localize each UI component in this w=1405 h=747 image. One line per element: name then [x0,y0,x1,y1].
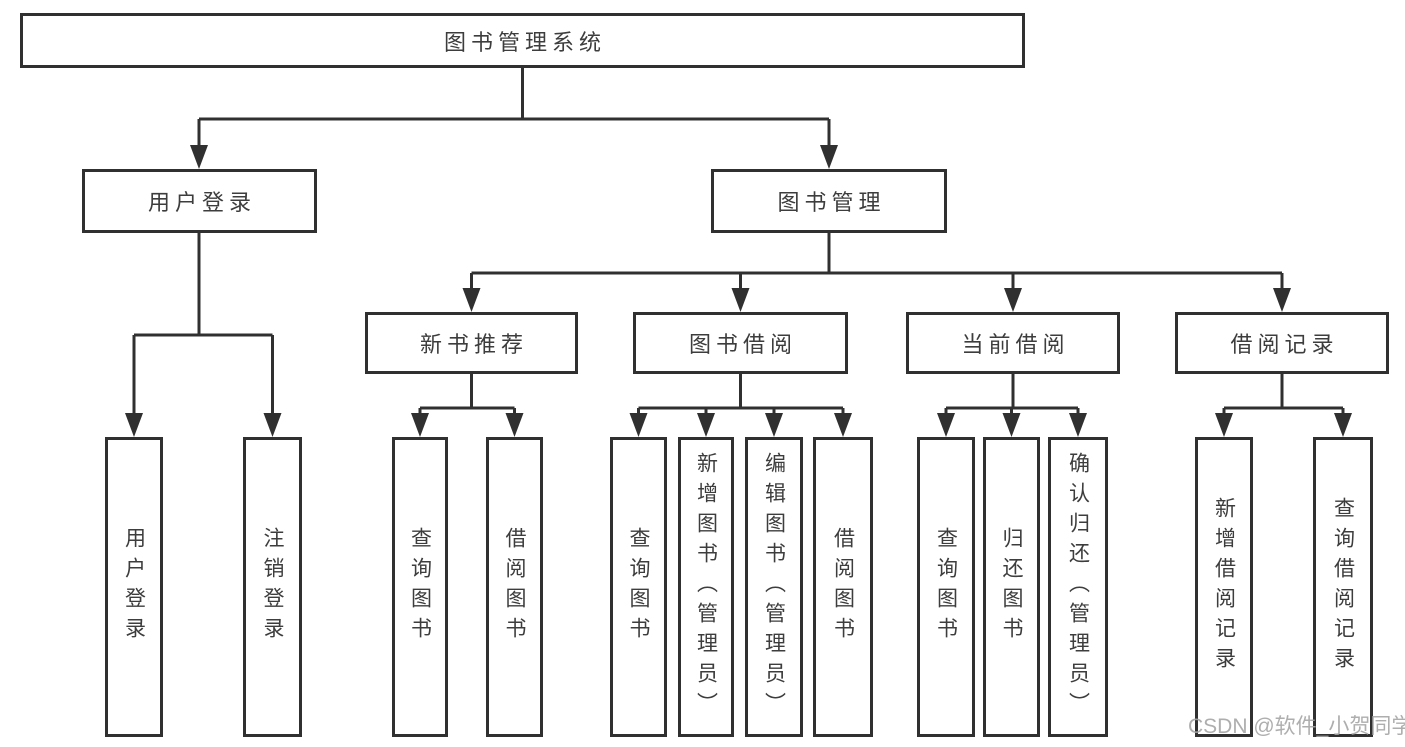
arrow-down-icon [834,413,852,437]
branch-user-login [125,233,282,437]
leaf-add-book-admin: 新增图书（管理员） [678,437,734,737]
node-borrow-record: 借阅记录 [1175,312,1389,374]
arrow-down-icon [765,413,783,437]
arrow-down-icon [697,413,715,437]
branch-book-management [462,233,1291,312]
leaf-newbook-query: 查询图书 [392,437,448,737]
arrow-down-icon [820,145,838,169]
arrow-down-icon [462,288,481,312]
leaf-newbook-borrow: 借阅图书 [486,437,543,737]
leaf-add-book-admin-label: 新增图书（管理员） [694,452,718,722]
node-user-login: 用户登录 [82,169,317,233]
leaf-borrow-query: 查询图书 [610,437,667,737]
node-root: 图书管理系统 [20,13,1025,68]
arrow-down-icon [937,413,955,437]
node-current-borrow: 当前借阅 [906,312,1120,374]
node-borrow-record-label: 借阅记录 [1230,332,1339,357]
leaf-confirm-return-admin-label: 确认归还（管理员） [1066,452,1090,722]
branch-borrow-record [1215,374,1352,437]
leaf-current-query: 查询图书 [917,437,975,737]
leaf-confirm-return-admin: 确认归还（管理员） [1048,437,1108,737]
arrow-down-icon [629,413,648,437]
node-book-borrow: 图书借阅 [633,312,848,374]
arrow-down-icon [411,413,429,437]
branch-root [190,68,838,169]
leaf-edit-book-admin: 编辑图书（管理员） [745,437,803,737]
leaf-return-book-label: 归还图书 [1000,527,1023,647]
branch-new-book [411,374,524,437]
arrow-down-icon [1215,413,1233,437]
node-book-borrow-label: 图书借阅 [688,332,797,357]
leaf-current-query-label: 查询图书 [934,527,958,647]
leaf-logout-label: 注销登录 [261,527,284,647]
branch-book-borrow [629,374,852,437]
leaf-newbook-query-label: 查询图书 [408,527,432,647]
arrow-down-icon [1004,288,1022,312]
node-user-login-label: 用户登录 [147,190,256,215]
node-book-management: 图书管理 [711,169,947,233]
node-new-book-label: 新书推荐 [419,332,528,357]
arrow-down-icon [1069,413,1087,437]
leaf-user-login: 用户登录 [105,437,163,737]
node-current-borrow-label: 当前借阅 [961,332,1070,357]
csdn-watermark: CSDN @软件_小贺同学 [1188,715,1405,738]
arrow-down-icon [190,145,208,169]
leaf-newbook-borrow-label: 借阅图书 [503,527,526,647]
node-root-label: 图书管理系统 [443,29,606,55]
leaf-logout: 注销登录 [243,437,302,737]
arrow-down-icon [505,413,524,437]
node-book-management-label: 图书管理 [777,190,886,215]
arrow-down-icon [1002,413,1021,437]
leaf-add-record-label: 新增借阅记录 [1212,497,1236,677]
leaf-borrow-book-label: 借阅图书 [831,527,855,647]
branch-current-borrow [937,374,1087,437]
leaf-user-login-label: 用户登录 [122,527,146,647]
arrow-down-icon [731,288,750,312]
arrow-down-icon [1273,288,1291,312]
arrow-down-icon [263,413,282,437]
leaf-query-record-label: 查询借阅记录 [1331,497,1355,677]
leaf-query-record: 查询借阅记录 [1313,437,1373,737]
leaf-add-record: 新增借阅记录 [1195,437,1253,737]
node-new-book: 新书推荐 [365,312,578,374]
leaf-edit-book-admin-label: 编辑图书（管理员） [762,452,786,722]
arrow-down-icon [125,413,143,437]
leaf-return-book: 归还图书 [983,437,1040,737]
arrow-down-icon [1334,413,1352,437]
leaf-borrow-query-label: 查询图书 [627,527,650,647]
leaf-borrow-book: 借阅图书 [813,437,873,737]
